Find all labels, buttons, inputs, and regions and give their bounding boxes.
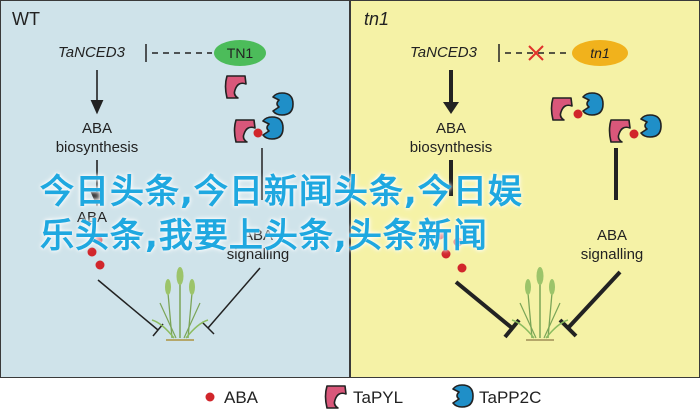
tn1-cross-b — [528, 45, 544, 61]
wt-aba-dot-3 — [95, 260, 105, 270]
legend-pp2c-icon — [452, 384, 474, 408]
wt-inhibition-right — [207, 267, 261, 329]
watermark-line-1: 今日头条,今日新闻头条,今日娱 — [40, 172, 523, 212]
wt-signalling-line1: ABA — [243, 227, 273, 244]
tn1-aba-dot-2 — [453, 237, 463, 247]
wt-aba-dot-2 — [87, 247, 97, 257]
tn1-inhibition-right — [566, 270, 622, 330]
watermark-line-2: 乐头条,我要上头条,头条新闻 — [40, 216, 488, 256]
tn1-signalling-line1: ABA — [597, 227, 627, 244]
tn1-gene-label: TaNCED3 — [410, 44, 478, 61]
wt-pyl-free — [224, 75, 247, 99]
tn1-pp2c-bound-1 — [582, 92, 604, 116]
tn1-pyl-bound-2 — [608, 119, 631, 143]
wt-pyl-bound — [233, 119, 256, 143]
tn1-wheat-plant — [511, 266, 569, 341]
wt-inhibition-left — [97, 279, 159, 331]
wt-aba-dot-1 — [93, 235, 103, 245]
wt-wheat-plant — [151, 266, 209, 341]
legend-pyl-icon — [324, 385, 347, 409]
tn1-inhibition-left — [454, 280, 514, 330]
wt-signalling-line2: signalling — [227, 246, 290, 263]
tn1-title: tn1 — [364, 9, 389, 29]
legend-pyl-label: TaPYL — [353, 388, 403, 407]
tn1-aba-dot-1 — [435, 230, 445, 240]
tn1-pyl-bound-1 — [550, 97, 573, 121]
wt-title: WT — [12, 9, 40, 29]
tn1-pp2c-bound-2 — [640, 114, 662, 138]
tn1-biosynthesis-line2: biosynthesis — [410, 139, 493, 156]
tn1-aba-dot-4 — [457, 263, 467, 273]
wt-biosynthesis-line2: biosynthesis — [56, 139, 139, 156]
wt-pp2c-free — [272, 92, 294, 116]
tn1-aba-bound-dot-2 — [629, 129, 639, 139]
wt-pp2c-bound — [262, 116, 284, 140]
wt-biosynthesis-line1: ABA — [82, 120, 112, 137]
tn1-aba-bound-dot-1 — [573, 109, 583, 119]
tn1-biosynthesis-line1: ABA — [436, 120, 466, 137]
legend-aba-dot — [205, 392, 215, 402]
tn1-protein-label: tn1 — [590, 45, 609, 61]
tn1-arrow-thick-head — [443, 102, 459, 114]
wt-aba-label: ABA — [77, 209, 107, 226]
wt-gene-label: TaNCED3 — [58, 44, 126, 61]
tn1-protein-oval — [572, 40, 628, 66]
wt-inhibition-right-bar — [201, 321, 215, 335]
wt-panel — [0, 0, 350, 378]
watermark-overlay: 今日头条,今日新闻头条,今日娱 乐头条,我要上头条,头条新闻 — [40, 170, 660, 258]
legend-pp2c-label: TaPP2C — [479, 388, 541, 407]
legend-aba-label: ABA — [224, 388, 259, 407]
tn1-signalling-line2: signalling — [581, 246, 644, 263]
wt-aba-bound-dot — [253, 128, 263, 138]
wt-protein-label: TN1 — [227, 45, 254, 61]
tn1-aba-dot-3 — [441, 249, 451, 259]
wt-protein-oval — [214, 40, 266, 66]
